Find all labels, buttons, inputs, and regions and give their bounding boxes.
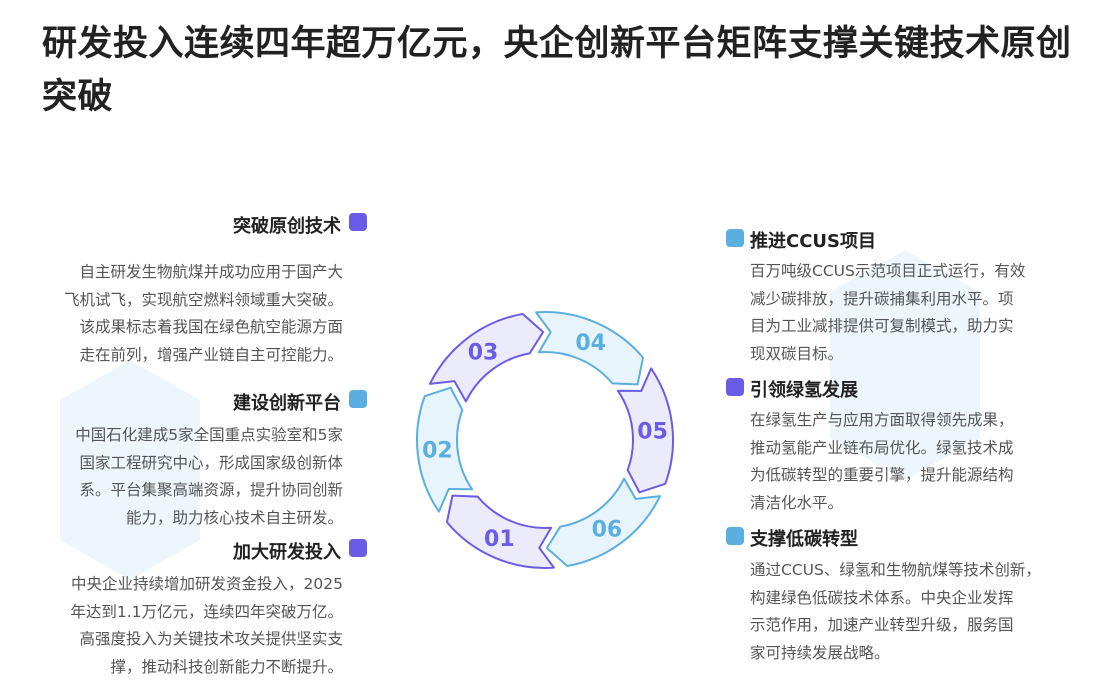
body-line: 系。平台集聚高端资源，提升协同创新: [79, 481, 343, 499]
body-line: 百万吨级CCUS示范项目正式运行，有效: [750, 262, 1026, 280]
item-body: 中国石化建成5家全国重点实验室和5家 国家工程研究中心，形成国家级创新体 系。平…: [43, 422, 343, 532]
cycle-segment-01: [445, 494, 555, 569]
cycle-segment-label: 06: [592, 517, 623, 542]
cycle-diagram: 01 02 03 04 05 06: [416, 311, 674, 569]
bullet-square-purple: [726, 378, 744, 396]
body-line: 清洁化水平。: [750, 493, 844, 512]
body-line: 自主研发生物航煤并成功应用于国产大: [79, 263, 343, 281]
body-line: 能力，助力核心技术自主研发。: [125, 508, 343, 527]
body-line: 目为工业减排提供可复制模式，助力实: [750, 317, 1014, 335]
watermark-right: [830, 250, 980, 484]
item-body: 自主研发生物航煤并成功应用于国产大 飞机试飞，实现航空燃料领域重大突破。 该成果…: [43, 259, 343, 369]
cycle-segment-03: [428, 312, 545, 403]
item-body: 在绿氢生产与应用方面取得领先成果， 推动氢能产业链布局优化。绿氢技术成 为低碳转…: [750, 407, 1070, 517]
item-heading: 建设创新平台: [233, 393, 341, 414]
item-heading: 推进CCUS项目: [750, 231, 876, 252]
item-body: 中央企业持续增加研发资金投入，2025 年达到1.1万亿元，连续四年突破万亿。 …: [43, 571, 343, 681]
body-line: 减少碳排放，提升碳捕集利用水平。项: [750, 289, 1014, 308]
body-line: 家可持续发展战略。: [750, 643, 890, 662]
body-line: 示范作用，加速产业转型升级，服务国: [750, 616, 1014, 634]
watermark-left: [60, 360, 200, 584]
cycle-segment-label: 04: [575, 331, 606, 356]
item-body: 百万吨级CCUS示范项目正式运行，有效 减少碳排放，提升碳捕集利用水平。项 目为…: [750, 258, 1070, 368]
body-line: 中央企业持续增加研发资金投入，2025: [71, 575, 343, 593]
page-title: 研发投入连续四年超万亿元，央企创新平台矩阵支撑关键技术原创突破: [42, 24, 1072, 117]
cycle-segment-label: 03: [468, 341, 499, 366]
body-line: 撑，推动科技创新能力不断提升。: [110, 657, 343, 676]
body-line: 推动氢能产业链布局优化。绿氢技术成: [750, 438, 1014, 457]
cycle-segment-04: [535, 311, 645, 386]
cycle-segment-label: 02: [422, 438, 453, 463]
cycle-segment-label: 01: [484, 527, 515, 552]
body-line: 国家工程研究中心，形成国家级创新体: [79, 453, 343, 472]
bullet-square-purple: [349, 213, 367, 231]
bullet-square-blue: [726, 527, 744, 545]
body-line: 中国石化建成5家全国重点实验室和5家: [75, 426, 343, 444]
cycle-segment-05: [616, 367, 674, 494]
item-body: 通过CCUS、绿氢和生物航煤等技术创新， 构建绿色低碳技术体系。中央企业发挥 示…: [750, 557, 1080, 667]
body-line: 飞机试飞，实现航空燃料领域重大突破。: [63, 290, 343, 309]
body-line: 现双碳目标。: [750, 344, 844, 363]
bullet-square-blue: [726, 229, 744, 247]
body-line: 该成果标志着我国在绿色航空能源方面: [79, 318, 343, 336]
body-line: 构建绿色低碳技术体系。中央企业发挥: [750, 588, 1014, 607]
body-line: 高强度投入为关键技术攻关提供坚实支: [79, 630, 343, 648]
body-line: 年达到1.1万亿元，连续四年突破万亿。: [70, 602, 343, 621]
item-heading: 支撑低碳转型: [750, 529, 858, 550]
cycle-segment-label: 05: [637, 420, 668, 445]
cycle-segment-06: [545, 477, 662, 568]
body-line: 走在前列，增强产业链自主可控能力。: [79, 345, 343, 364]
body-line: 通过CCUS、绿氢和生物航煤等技术创新，: [750, 561, 1041, 579]
item-heading: 引领绿氢发展: [750, 380, 858, 401]
body-line: 为低碳转型的重要引擎，提升能源结构: [750, 466, 1014, 484]
body-line: 在绿氢生产与应用方面取得领先成果，: [750, 411, 1014, 429]
bullet-square-purple: [349, 539, 367, 557]
item-heading: 加大研发投入: [233, 542, 341, 563]
bullet-square-blue: [349, 390, 367, 408]
cycle-segment-02: [416, 386, 474, 513]
item-heading: 突破原创技术: [233, 216, 341, 237]
